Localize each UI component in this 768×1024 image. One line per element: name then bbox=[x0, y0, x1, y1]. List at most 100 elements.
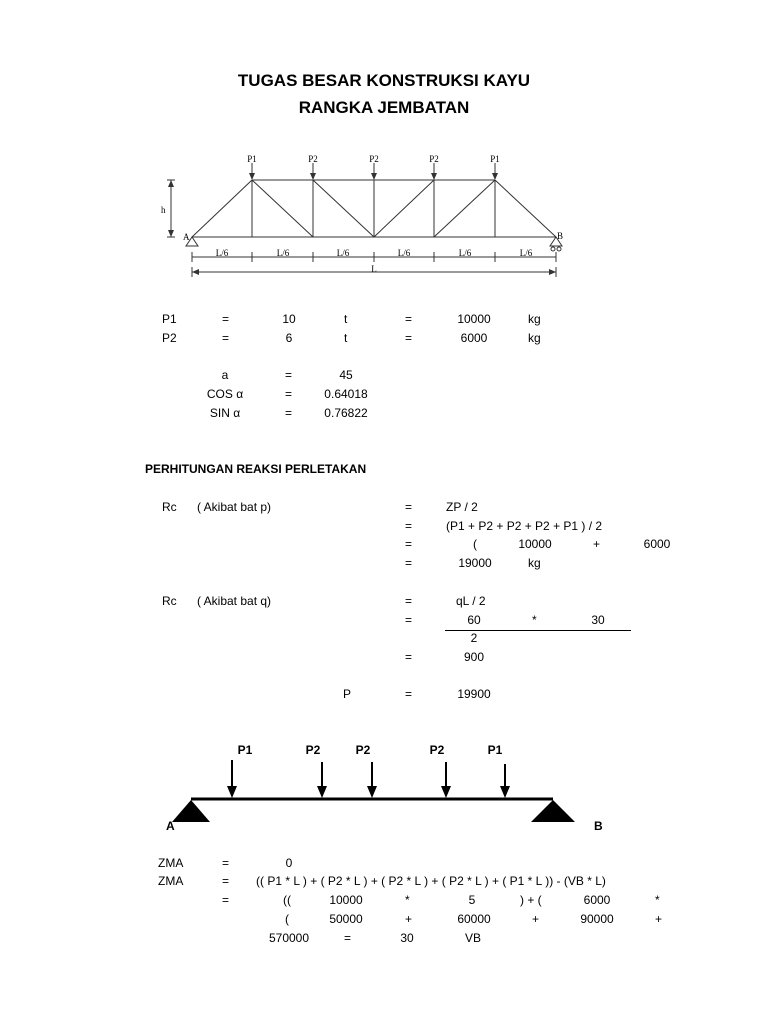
moment-cell: * bbox=[655, 893, 660, 907]
angle-value: 0.64018 bbox=[324, 387, 368, 401]
load-unit-kg: kg bbox=[528, 331, 541, 345]
beam-support-b: B bbox=[594, 819, 603, 833]
angle-value: 45 bbox=[339, 368, 353, 382]
rc-eq: = bbox=[405, 594, 413, 608]
p-total-eq: = bbox=[405, 687, 413, 701]
load-unit-kg: kg bbox=[528, 312, 541, 326]
moment-expression: (( P1 * L ) + ( P2 * L ) + ( P2 * L ) + … bbox=[256, 874, 606, 888]
rc-line1: qL / 2 bbox=[456, 594, 486, 608]
moment-eq: = bbox=[222, 893, 230, 907]
span-label: L bbox=[371, 264, 377, 274]
load-value-kg: 6000 bbox=[460, 331, 488, 345]
rc-numerator-op: * bbox=[532, 613, 537, 627]
beam-load-label: P1 bbox=[237, 743, 253, 757]
segment-label: L/6 bbox=[397, 248, 411, 258]
moment-label: ZMA bbox=[158, 856, 184, 870]
segment-label: L/6 bbox=[276, 248, 290, 258]
moment-cell: + bbox=[532, 912, 540, 926]
rc-denominator: 2 bbox=[470, 631, 478, 645]
moment-value: 0 bbox=[285, 856, 293, 870]
moment-eq: = bbox=[222, 856, 230, 870]
rc-line2: (P1 + P2 + P2 + P2 + P1 ) / 2 bbox=[446, 519, 603, 533]
moment-cell: 10000 bbox=[329, 893, 363, 907]
load-value: 10 bbox=[282, 312, 296, 326]
moment-cell: 30 bbox=[400, 931, 414, 945]
moment-label: ZMA bbox=[158, 874, 184, 888]
moment-cell: 5 bbox=[468, 893, 476, 907]
angle-name: SIN α bbox=[209, 406, 241, 420]
segment-label: L/6 bbox=[519, 248, 533, 258]
page-title: TUGAS BESAR KONSTRUKSI KAYU bbox=[237, 71, 531, 90]
truss-support-a: A bbox=[183, 232, 190, 242]
truss-load-label: P2 bbox=[369, 154, 379, 164]
truss-load-label: P2 bbox=[308, 154, 318, 164]
beam-load-label: P2 bbox=[355, 743, 371, 757]
rc-eq: = bbox=[405, 519, 413, 533]
moment-cell: 60000 bbox=[457, 912, 491, 926]
load-eq: = bbox=[222, 331, 230, 345]
moment-cell: ( bbox=[285, 912, 289, 926]
page-subtitle: RANGKA JEMBATAN bbox=[298, 98, 470, 117]
rc-line3-paren: ( bbox=[473, 537, 477, 551]
section-heading: PERHITUNGAN REAKSI PERLETAKAN bbox=[145, 462, 367, 476]
moment-cell: 90000 bbox=[580, 912, 614, 926]
rc-eq: = bbox=[405, 650, 413, 664]
rc-desc: ( Akibat bat q) bbox=[197, 594, 272, 608]
moment-cell: * bbox=[405, 893, 410, 907]
load-unit: t bbox=[344, 312, 348, 326]
beam-load-label: P2 bbox=[429, 743, 445, 757]
p-total-label: P bbox=[343, 687, 352, 701]
moment-cell: 6000 bbox=[583, 893, 611, 907]
moment-cell: (( bbox=[283, 893, 291, 907]
rc-label: Rc bbox=[162, 500, 177, 514]
rc-line3-value: 10000 bbox=[518, 537, 552, 551]
beam-load-label: P1 bbox=[487, 743, 503, 757]
moment-eq: = bbox=[222, 874, 230, 888]
load-eq2: = bbox=[405, 331, 413, 345]
fraction-bar bbox=[445, 630, 631, 631]
load-value: 6 bbox=[285, 331, 293, 345]
load-eq: = bbox=[222, 312, 230, 326]
beam-load-label: P2 bbox=[305, 743, 321, 757]
angle-name: COS α bbox=[206, 387, 244, 401]
moment-cell: VB bbox=[464, 931, 482, 945]
rc-eq: = bbox=[405, 556, 413, 570]
rc-result: 900 bbox=[463, 650, 485, 664]
rc-eq: = bbox=[405, 613, 413, 627]
p-total-value: 19900 bbox=[457, 687, 491, 701]
moment-cell: 570000 bbox=[268, 931, 310, 945]
load-name: P2 bbox=[162, 331, 177, 345]
load-unit: t bbox=[344, 331, 348, 345]
truss-load-label: P1 bbox=[247, 154, 257, 164]
truss-load-label: P2 bbox=[429, 154, 439, 164]
moment-cell: = bbox=[344, 931, 352, 945]
load-eq2: = bbox=[405, 312, 413, 326]
rc-result: 19000 bbox=[458, 556, 492, 570]
angle-eq: = bbox=[285, 387, 293, 401]
segment-label: L/6 bbox=[336, 248, 350, 258]
moment-cell: ) + ( bbox=[520, 893, 542, 907]
rc-result-unit: kg bbox=[528, 556, 541, 570]
rc-label: Rc bbox=[162, 594, 177, 608]
truss-support-b: B bbox=[557, 231, 564, 241]
rc-eq: = bbox=[405, 500, 413, 514]
segment-label: L/6 bbox=[458, 248, 472, 258]
segment-label: L/6 bbox=[215, 248, 229, 258]
rc-line1: ZP / 2 bbox=[446, 500, 478, 514]
moment-cell: + bbox=[405, 912, 413, 926]
rc-desc: ( Akibat bat p) bbox=[197, 500, 272, 514]
angle-value: 0.76822 bbox=[324, 406, 368, 420]
rc-numerator: 60 bbox=[467, 613, 481, 627]
load-value-kg: 10000 bbox=[457, 312, 491, 326]
beam-support-a: A bbox=[166, 819, 175, 833]
moment-cell: + bbox=[655, 912, 663, 926]
rc-eq: = bbox=[405, 537, 413, 551]
angle-name: a bbox=[221, 368, 229, 382]
moment-cell: 50000 bbox=[329, 912, 363, 926]
rc-numerator: 30 bbox=[591, 613, 605, 627]
angle-eq: = bbox=[285, 406, 293, 420]
angle-eq: = bbox=[285, 368, 293, 382]
rc-line3-value: 6000 bbox=[643, 537, 671, 551]
